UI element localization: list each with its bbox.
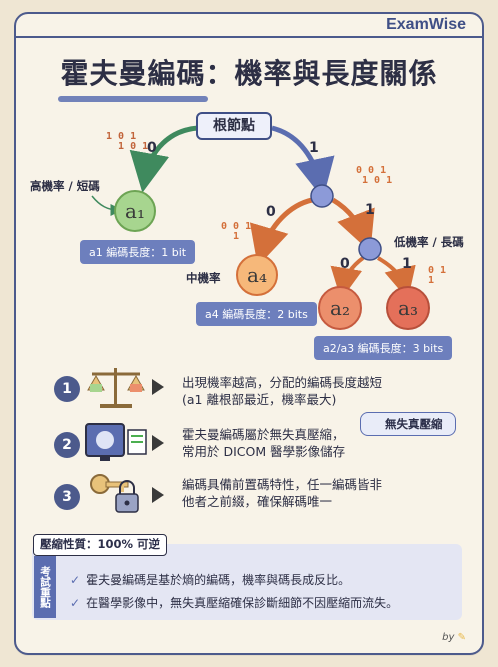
exam-label: 考試重點	[34, 556, 56, 618]
brand-logo: ExamWise	[386, 16, 466, 33]
balance-scale-icon	[87, 368, 145, 408]
edge-root-a1	[129, 125, 199, 193]
step-line: 他者之前綴，確保解碼唯一	[182, 494, 333, 509]
brand-bar	[16, 14, 482, 38]
prob-label-mid: 中機率	[186, 271, 221, 285]
byline-text: by	[442, 632, 455, 643]
leaf-symbol: a₄	[247, 263, 267, 287]
leaf-a4: a₄	[236, 254, 278, 296]
check-icon: ✓	[70, 573, 81, 587]
step-text: 出現機率越高，分配的編碼長度越短 (a1 離根部最近，機率最大)	[182, 374, 382, 408]
binary-decoration: 0 0 1 1 0 1	[356, 165, 393, 186]
edge-label-1: 1	[365, 202, 375, 218]
check-icon: ✓	[70, 596, 81, 610]
edge-label-0: 0	[147, 140, 157, 156]
edge-label-0: 0	[266, 204, 276, 220]
prob-label-low: 低機率 / 長碼	[394, 235, 464, 249]
leaf-a2: a₂	[318, 286, 362, 330]
step-line: 出現機率越高，分配的編碼長度越短	[182, 375, 383, 390]
internal-node-2	[358, 237, 382, 261]
step-arrow	[152, 435, 164, 451]
step-number: 1	[54, 376, 80, 402]
step-text: 霍夫曼編碼屬於無失真壓縮， 常用於 DICOM 醫學影像儲存	[182, 426, 345, 460]
lossless-badge: 無失真壓縮	[360, 412, 456, 436]
xray-monitor-icon	[85, 423, 147, 461]
exam-point: ✓ 在醫學影像中，無失真壓縮確保診斷細節不因壓縮而流失。	[70, 594, 398, 611]
exam-point-text: 在醫學影像中，無失真壓縮確保診斷細節不因壓縮而流失。	[86, 596, 399, 610]
exam-point: ✓ 霍夫曼編碼是基於熵的編碼，機率與碼長成反比。	[70, 571, 350, 588]
edge-n1-n2	[331, 197, 375, 252]
leaf-symbol: a₃	[398, 296, 418, 320]
edge-label-0: 0	[340, 256, 350, 272]
step-arrow	[152, 379, 164, 395]
edge-n2-a2	[330, 256, 365, 300]
edge-n1-a4	[249, 197, 313, 267]
byline: by ✎	[442, 632, 466, 643]
internal-node-1	[310, 184, 334, 208]
page-title: 霍夫曼編碼：機率與長度關係	[60, 57, 438, 90]
title-underline	[58, 96, 208, 102]
length-pill-a4: a4 編碼長度：2 bits	[196, 302, 317, 326]
step-text: 編碼具備前置碼特性，任一編碼皆非 他者之前綴，確保解碼唯一	[182, 476, 382, 510]
pencil-icon: ✎	[457, 632, 466, 643]
keys-lock-icon	[90, 474, 139, 513]
leaf-symbol: a₁	[125, 199, 145, 223]
step-arrow	[152, 487, 164, 503]
length-pill-a2-a3: a2/a3 編碼長度：3 bits	[314, 336, 453, 360]
binary-decoration: 0 0 1 1	[221, 221, 252, 242]
binary-decoration: 0 1 1	[428, 265, 447, 286]
step-number: 2	[54, 432, 80, 458]
leaf-a3: a₃	[386, 286, 430, 330]
edge-root-n1	[271, 125, 335, 199]
exam-point-text: 霍夫曼編碼是基於熵的編碼，機率與碼長成反比。	[86, 573, 351, 587]
step-line: (a1 離根部最近，機率最大)	[182, 392, 337, 407]
edge-label-1: 1	[402, 256, 412, 272]
root-node: 根節點	[196, 112, 272, 140]
binary-decoration: 1 0 1 1 0 1	[106, 131, 149, 152]
step-line: 常用於 DICOM 醫學影像儲存	[182, 444, 346, 459]
leaf-symbol: a₂	[330, 296, 350, 320]
step-number: 3	[54, 484, 80, 510]
length-pill-a1: a1 編碼長度：1 bit	[80, 240, 196, 264]
prob-label-high: 高機率 / 短碼	[30, 179, 100, 193]
step-line: 編碼具備前置碼特性，任一編碼皆非	[182, 477, 383, 492]
exam-points-panel	[32, 544, 462, 620]
step-line: 霍夫曼編碼屬於無失真壓縮，	[182, 427, 345, 442]
edge-label-1: 1	[309, 140, 319, 156]
property-tag: 壓縮性質：100% 可逆	[33, 534, 168, 556]
edge-n2-a3	[376, 256, 416, 300]
leaf-a1: a₁	[114, 190, 156, 232]
